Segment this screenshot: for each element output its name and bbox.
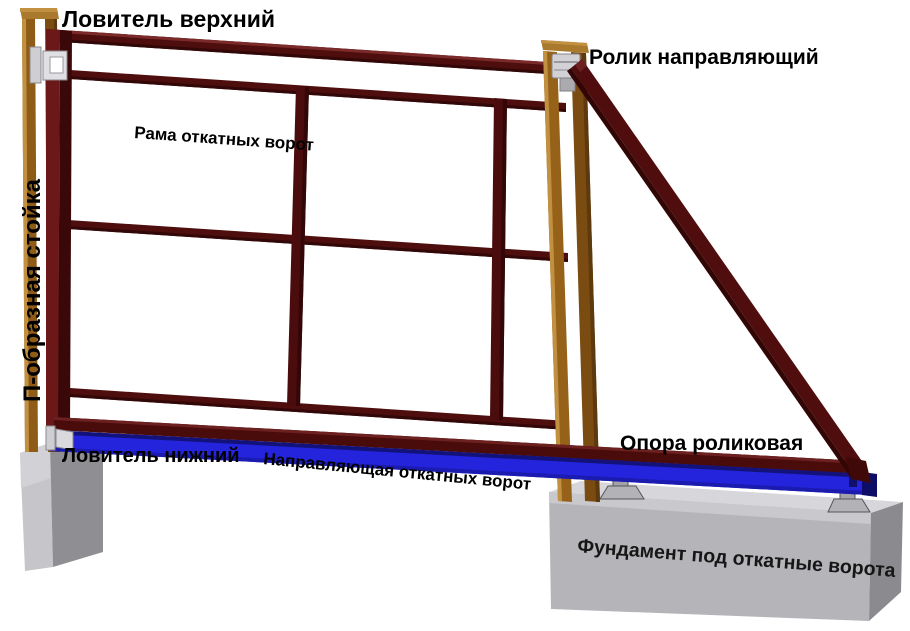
gate-frame <box>46 29 578 430</box>
diagonal-brace <box>567 59 871 483</box>
lower-catcher-bracket <box>45 425 74 451</box>
label-upper-catcher: Ловитель верхний <box>62 6 275 32</box>
bottom-chord-rail <box>54 417 862 474</box>
left-foundation-block <box>20 443 103 571</box>
roller-support-right <box>827 490 871 513</box>
label-lower-catcher: Ловитель нижний <box>62 445 240 467</box>
label-roller-support: Опора роликовая <box>620 432 803 455</box>
label-guide-roller: Ролик направляющий <box>589 46 819 69</box>
right-u-post <box>541 40 600 502</box>
upper-catcher-bracket <box>29 46 68 84</box>
guide-rail <box>50 430 877 497</box>
label-gate-frame: Рама откатных ворот <box>134 123 315 155</box>
label-u-shaped-post: П-образная стойка <box>19 178 46 402</box>
